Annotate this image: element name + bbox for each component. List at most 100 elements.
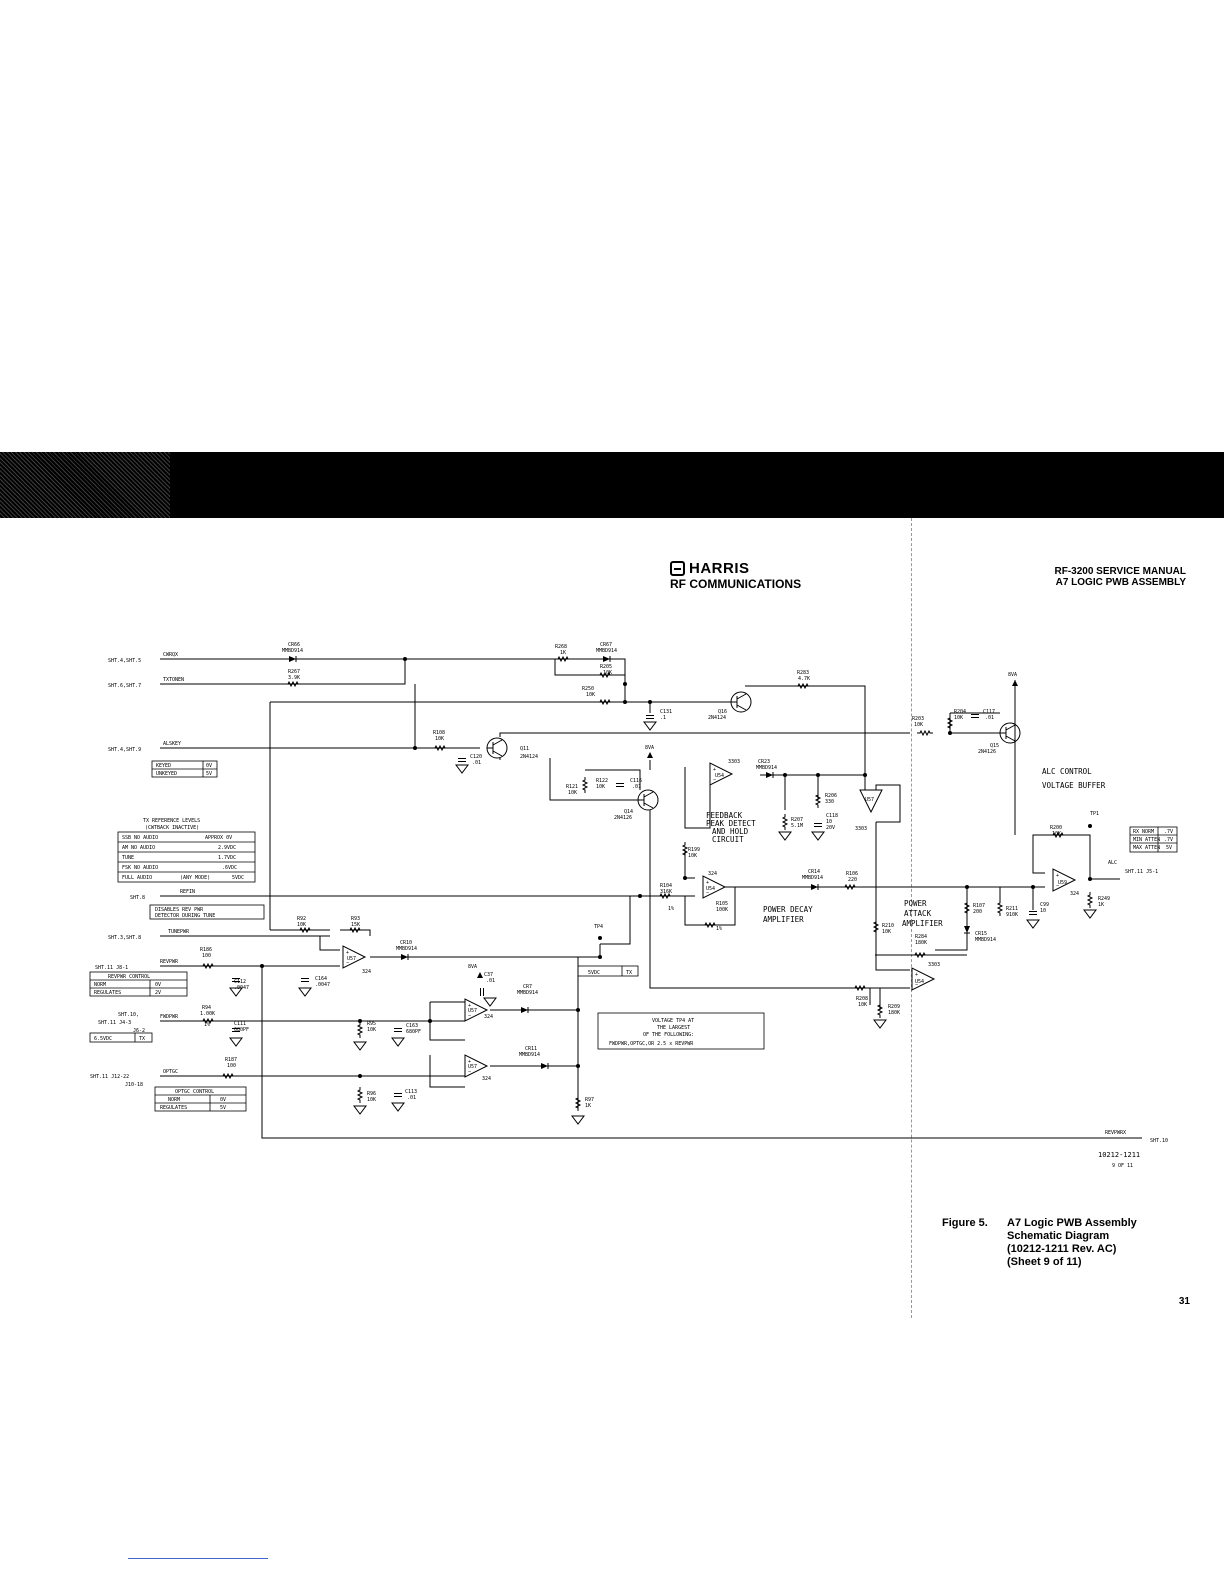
ref-label: R283 [797,670,809,676]
ref-label: R186 [200,947,212,953]
test-point-tp1 [1088,824,1092,828]
sheet-ref: SHT.3,SHT.8 [108,935,141,941]
ref-label: R206 [825,793,837,799]
ground-icon [391,1102,405,1112]
ground-icon [778,831,792,841]
ground-icon [298,987,312,997]
block-label: PEAK DETECT [706,819,756,828]
ref-label: R107 [973,903,985,909]
sheet-number: 9 OF 11 [1112,1163,1133,1169]
block-label: AMPLIFIER [763,915,804,924]
value-label: 3.9K [288,675,300,681]
signal-label: REFIN [180,889,195,895]
footer-rule [128,1558,268,1559]
table-title: REVPWR CONTROL [108,974,150,980]
tolerance-label: 1% [204,1022,210,1028]
table-cell: TX [626,970,632,976]
value-label: 680PF [406,1029,421,1035]
value-label: 5.1M [791,823,803,829]
value-label: 220 [848,877,857,883]
schematic-wires [160,658,1142,1139]
resistor-r207 [782,813,788,831]
ref-label: CR66 [288,642,300,648]
manual-title-line2: A7 LOGIC PWB ASSEMBLY [1055,577,1186,588]
vcc-arrow-icon [1012,680,1018,686]
value-label: 10 [1040,908,1046,914]
value-label: 10K [914,722,923,728]
ref-label: C112 [234,979,246,985]
ref-label: C111 [234,1021,246,1027]
diode-cr7 [520,1006,529,1014]
ref-label: U57 [468,1008,477,1014]
sheet-ref: J6-2 [133,1028,145,1034]
value-label: .0047 [234,985,249,991]
capacitor-c116 [615,783,625,787]
table-subtitle: (CWTBACK INACTIVE) [145,825,199,831]
table-cell: TUNE [122,855,134,861]
ref-label: U57 [347,956,356,962]
ref-label: U59 [1058,880,1067,886]
figure-title-line: (10212-1211 Rev. AC) [1007,1243,1117,1255]
signal-label: FWDPWR [160,1014,179,1020]
table-cell: 0V [220,1097,226,1103]
page-fold-line [911,518,912,1318]
transistor-q16 [730,691,752,713]
value-label: .01 [486,978,495,984]
ref-label: R104 [660,883,672,889]
unit-label: 3303 [855,826,867,832]
ref-label: C163 [406,1023,418,1029]
value-label: 330 [825,799,834,805]
value-label: 10K [297,922,306,928]
table-title: OPTGC CONTROL [175,1089,214,1095]
ref-label: R211 [1006,906,1018,912]
alc-shunt-wires [966,887,1034,910]
value-label: 10K [603,670,612,676]
value-label: 10K [367,1027,376,1033]
ref-label: C99 [1040,902,1049,908]
sheet-ref: SHT.10 [1150,1138,1168,1144]
block-label: VOLTAGE BUFFER [1042,781,1106,790]
table-cell: 2V [155,990,161,996]
resistor-r211 [997,899,1003,917]
table-cell: 2.9VDC [218,845,236,851]
ref-label: C131 [660,709,672,715]
value-label: 10K [858,1002,867,1008]
ref-label: R205 [600,664,612,670]
value-label: 10K [586,692,595,698]
diode-cr11 [540,1062,549,1070]
table-cell: .7V [1164,829,1173,835]
table-cell: (ANY MODE) [180,875,210,881]
figure-title-line: Schematic Diagram [1007,1230,1110,1242]
value-label: 10K [688,853,697,859]
value-label: MMBD914 [756,765,777,771]
ref-label: R106 [846,871,858,877]
value-label: 100K [716,907,728,913]
ref-label: R207 [791,817,803,823]
capacitor-c113 [393,1093,403,1097]
ref-label: CR67 [600,642,612,648]
block-label: FEEDBACK [706,811,743,820]
brand-logo: HARRIS [670,560,750,577]
table-cell: KEYED [156,763,171,769]
ground-icon [1083,909,1097,919]
diode-cr14 [810,883,819,891]
block-label: AND HOLD [712,827,749,836]
vcc-arrow-icon [647,752,653,758]
diode-cr23 [765,771,774,779]
unit-label: 324 [362,969,371,975]
ref-label: R210 [882,923,894,929]
ref-label: U57 [468,1064,477,1070]
value-label: 1K [560,650,566,656]
block-label: CIRCUIT [712,835,744,844]
signal-label: TUNEPWR [168,929,190,935]
table-cell: MIN ATTEN [1133,837,1160,843]
value-label: 1K [585,1103,591,1109]
block-label: ALC CONTROL [1042,767,1092,776]
ref-label: R96 [367,1091,376,1097]
ref-label: R108 [433,730,445,736]
sheet-ref: SHT.8 [130,895,145,901]
block-label: POWER DECAY [763,905,813,914]
ground-icon [483,997,497,1007]
ground-icon [353,1105,367,1115]
ref-label: Q11 [520,746,529,752]
